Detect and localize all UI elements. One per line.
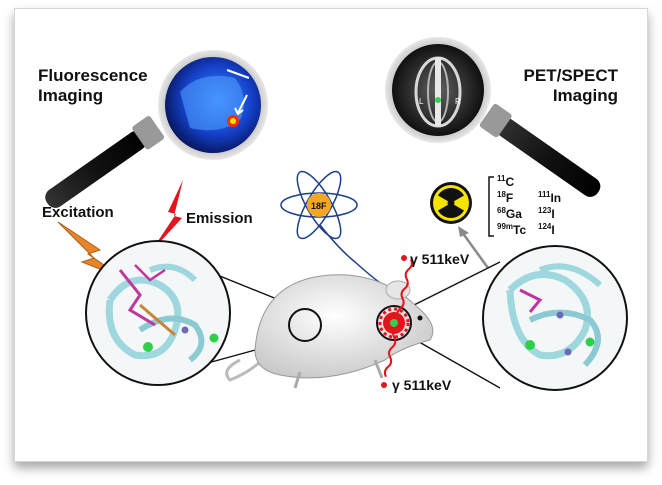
isotope-ga68: 68Ga — [497, 206, 522, 221]
fluorescence-title-line2: Imaging — [38, 86, 104, 105]
isotope-in111: 111In — [538, 190, 562, 205]
radiation-icon — [430, 182, 472, 224]
pet-title-line1: PET/SPECT — [523, 66, 618, 85]
fluorescence-title: Fluorescence Imaging — [38, 66, 148, 106]
ct-marker-left: L — [419, 97, 424, 106]
emission-bolt — [150, 180, 183, 253]
ct-marker-right: R — [455, 97, 461, 106]
tumor-site — [376, 305, 412, 341]
pet-magnifier: L R — [385, 37, 601, 197]
excitation-label: Excitation — [42, 204, 114, 221]
emission-label: Emission — [186, 210, 253, 227]
gamma-top-label: γ 511keV — [410, 251, 470, 267]
svg-text:18F: 18F — [311, 201, 327, 211]
gamma-ray — [383, 258, 413, 378]
isotope-i124: 124I — [538, 222, 555, 237]
pet-title: PET/SPECT Imaging — [500, 66, 618, 106]
atom-icon: 18F — [280, 170, 391, 291]
fluorescence-magnifier — [45, 50, 268, 208]
isotope-bracket — [488, 176, 494, 237]
isotope-tc99m: 99mTc — [497, 222, 527, 237]
isotope-f18: 18F — [497, 190, 514, 205]
pet-title-line2: Imaging — [552, 86, 618, 105]
isotope-i123: 123I — [538, 206, 555, 221]
protein-right — [482, 245, 628, 391]
fluorescence-title-line1: Fluorescence — [38, 66, 148, 85]
gamma-bottom-label: γ 511keV — [392, 377, 452, 393]
connector-arrow — [460, 231, 490, 269]
isotope-c11: 11C — [497, 174, 515, 189]
protein-left — [85, 240, 231, 386]
mouse-site-left — [288, 308, 322, 342]
